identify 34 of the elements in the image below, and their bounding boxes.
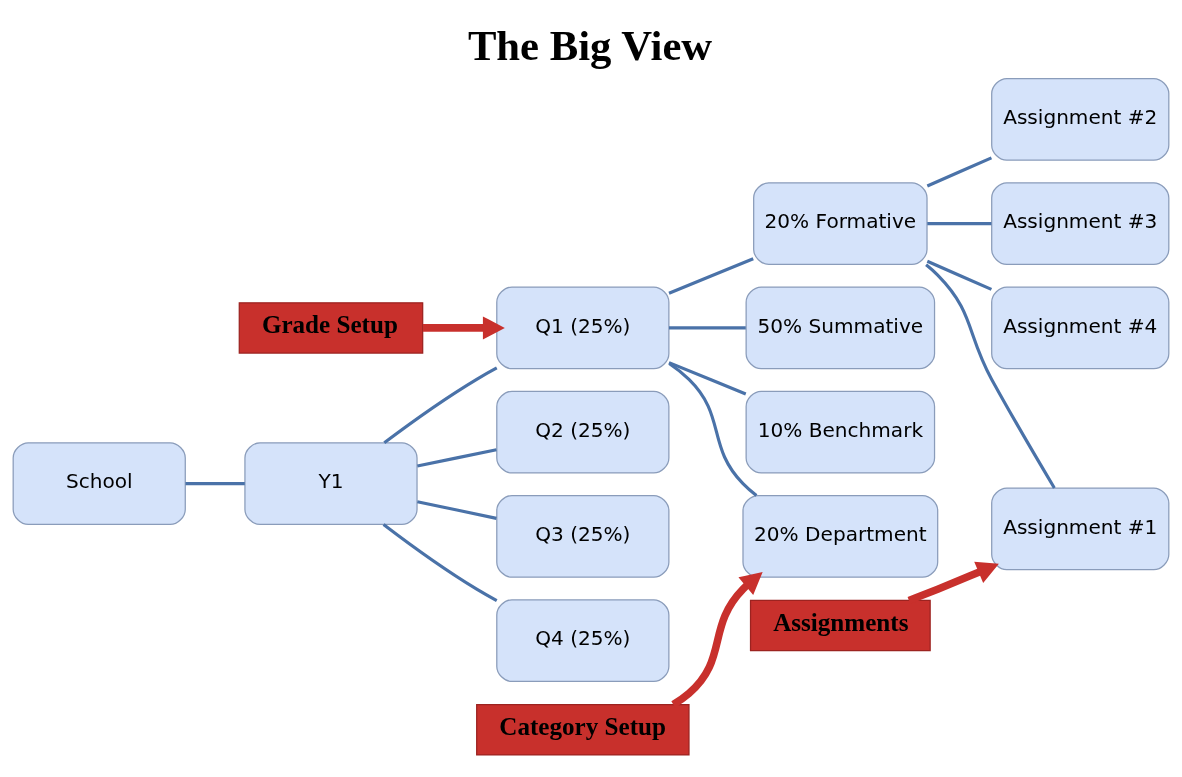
diagram-title: The Big View — [467, 21, 713, 69]
node-box: Assignment #2 — [991, 77, 1170, 161]
node-box: 20% Formative — [753, 182, 928, 266]
node-box: Q4 (25%) — [496, 599, 670, 683]
node-box: 10% Benchmark — [745, 390, 936, 474]
node-box: Grade Setup — [238, 302, 424, 354]
connector — [382, 523, 498, 602]
connector — [383, 366, 498, 445]
node-box: 50% Summative — [745, 286, 936, 370]
node-box: Assignment #1 — [991, 487, 1170, 571]
node-box: Assignment #4 — [991, 286, 1170, 370]
node-box: Assignments — [749, 599, 931, 652]
connector — [925, 263, 1056, 489]
node-box: Q1 (25%) — [496, 286, 670, 370]
connector — [417, 500, 497, 520]
connector — [668, 257, 754, 295]
connector — [417, 448, 497, 468]
node-box: 20% Department — [742, 494, 939, 578]
connector — [668, 361, 747, 396]
node-box: Q3 (25%) — [496, 494, 670, 578]
node-box: Assignment #3 — [991, 182, 1170, 266]
node-box: School — [12, 442, 186, 526]
connector — [926, 156, 993, 188]
connector — [927, 222, 992, 226]
connector — [668, 362, 758, 497]
arrow — [422, 316, 505, 340]
arrow — [671, 572, 763, 708]
connector — [669, 326, 746, 330]
node-box: Y1 — [244, 442, 418, 526]
node-box: Q2 (25%) — [496, 390, 670, 474]
node-box: Category Setup — [476, 704, 690, 756]
arrow — [907, 561, 999, 604]
connector — [926, 259, 993, 291]
connector — [185, 482, 245, 486]
